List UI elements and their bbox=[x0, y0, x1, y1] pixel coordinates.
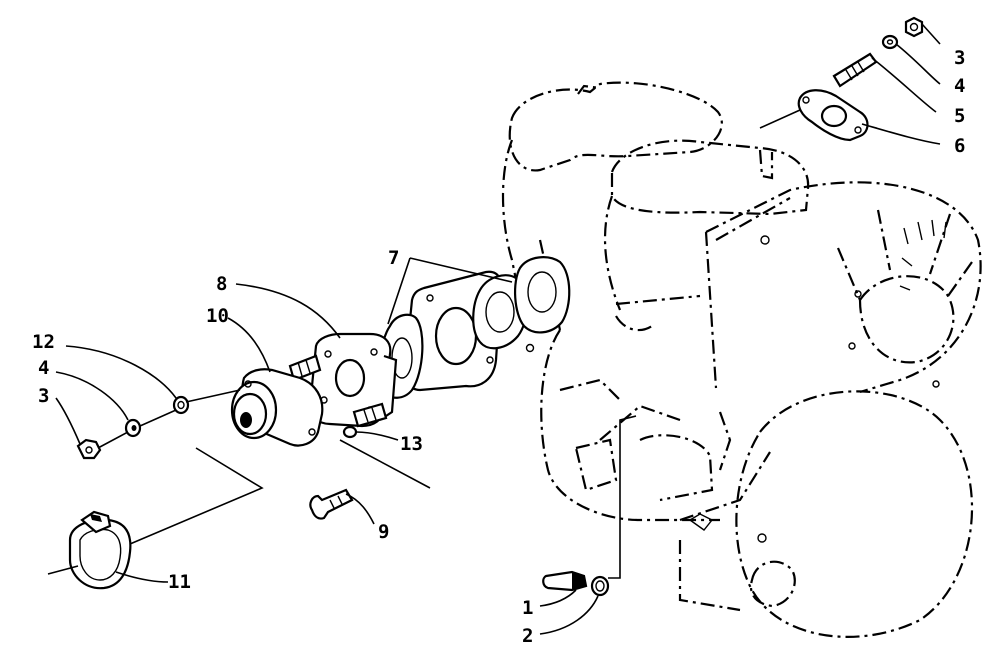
engine-outline bbox=[501, 81, 982, 638]
callout-3-left: 3 bbox=[38, 385, 49, 407]
callout-5: 5 bbox=[954, 105, 965, 127]
callout-11: 11 bbox=[168, 571, 191, 593]
bolt-part-9 bbox=[309, 488, 354, 520]
callout-12: 12 bbox=[32, 331, 55, 353]
callout-2: 2 bbox=[522, 625, 533, 647]
lock-washer-part-12 bbox=[172, 395, 190, 415]
top-nut-part-3 bbox=[904, 16, 924, 38]
callout-10: 10 bbox=[206, 305, 229, 327]
callout-6: 6 bbox=[954, 135, 965, 157]
callout-7: 7 bbox=[388, 247, 399, 269]
callout-4-top: 4 bbox=[954, 75, 965, 97]
nut-part-3 bbox=[76, 438, 102, 460]
callout-13: 13 bbox=[400, 433, 423, 455]
exhaust-gasket-part-6 bbox=[797, 89, 869, 142]
intake-gaskets-part-7 bbox=[378, 256, 571, 399]
top-stud-part-5 bbox=[832, 52, 878, 88]
callout-4-left: 4 bbox=[38, 357, 49, 379]
fitting-part-1 bbox=[542, 570, 588, 592]
callout-9: 9 bbox=[378, 521, 389, 543]
adaptor-plate-part-8 bbox=[288, 332, 398, 428]
callout-1: 1 bbox=[522, 597, 533, 619]
top-washer-part-4 bbox=[881, 34, 899, 50]
callout-3-top: 3 bbox=[954, 47, 965, 69]
callout-8: 8 bbox=[216, 273, 227, 295]
washer-part-4 bbox=[124, 418, 142, 438]
intake-flange-part-10 bbox=[230, 368, 324, 447]
washer-part-2 bbox=[590, 575, 610, 597]
washer-part-13 bbox=[342, 425, 358, 439]
hose-clamp-part-11 bbox=[68, 510, 132, 590]
